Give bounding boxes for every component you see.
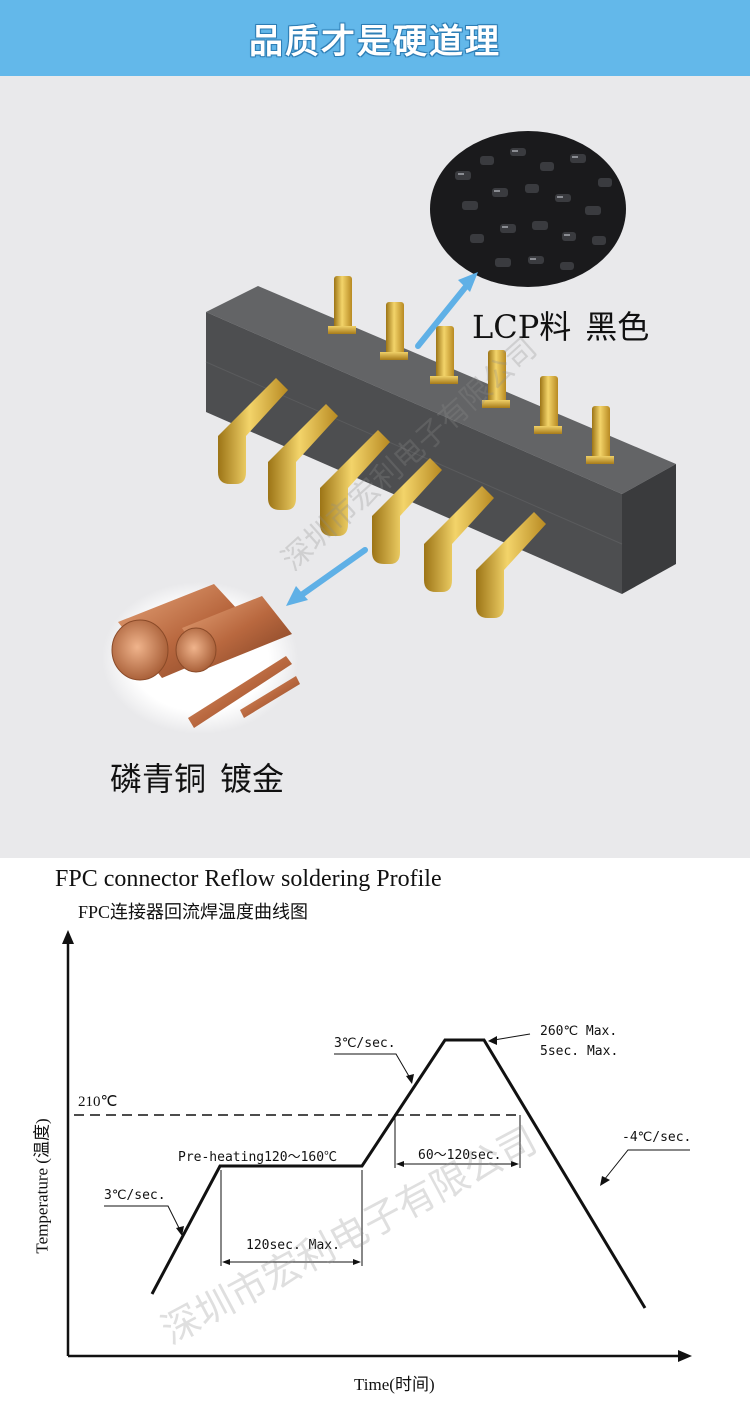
material-label: LCP料黑色 [472,308,650,346]
reflow-profile-chart: FPC connector Reflow soldering Profile F… [0,858,750,1401]
ramp1-label: 3℃/sec. [104,1188,166,1203]
back-pins [328,276,614,464]
contact-material-label: 磷青铜镀金 [110,760,285,798]
connector-housing [205,286,676,594]
lcp-pellets-image [430,131,626,287]
cooling-label: -4℃/sec. [622,1130,692,1145]
connector-illustration [102,131,676,734]
reflow-time-label: 60～120sec. [418,1148,502,1163]
x-axis-arrow [678,1350,692,1362]
peak-leader [493,1033,531,1041]
x-axis-label: Time(时间) [354,1375,435,1394]
profile-curve [150,1038,647,1309]
chart-title: FPC connector Reflow soldering Profile [55,866,442,892]
chart-subtitle: FPC连接器回流焊温度曲线图 [78,902,309,922]
title-banner: 品质才是硬道理 [0,0,750,76]
y-axis-arrow [62,930,74,944]
preheat-label: Pre-heating120～160℃ [178,1150,338,1165]
peak-time-label: 5sec. Max. [540,1044,619,1059]
ramp1-leader [104,1205,181,1231]
temp-210-label: 210℃ [78,1094,118,1110]
peak-label: 260℃ Max. [540,1024,618,1039]
profile-graph [62,930,692,1362]
product-panel: LCP料黑色 磷青铜镀金 深圳市宏利电子有限公司 [0,76,750,858]
banner-title: 品质才是硬道理 [249,21,501,62]
cooling-leader [603,1149,690,1181]
phosphor-bronze-image [102,582,300,734]
arrow-to-pellets-icon [415,272,478,349]
preheat-time-label: 120sec. Max. [246,1238,340,1253]
ramp2-leader [334,1053,411,1079]
front-pins [218,378,546,618]
arrow-to-copper-icon [286,547,368,606]
ramp2-label: 3℃/sec. [334,1036,396,1051]
